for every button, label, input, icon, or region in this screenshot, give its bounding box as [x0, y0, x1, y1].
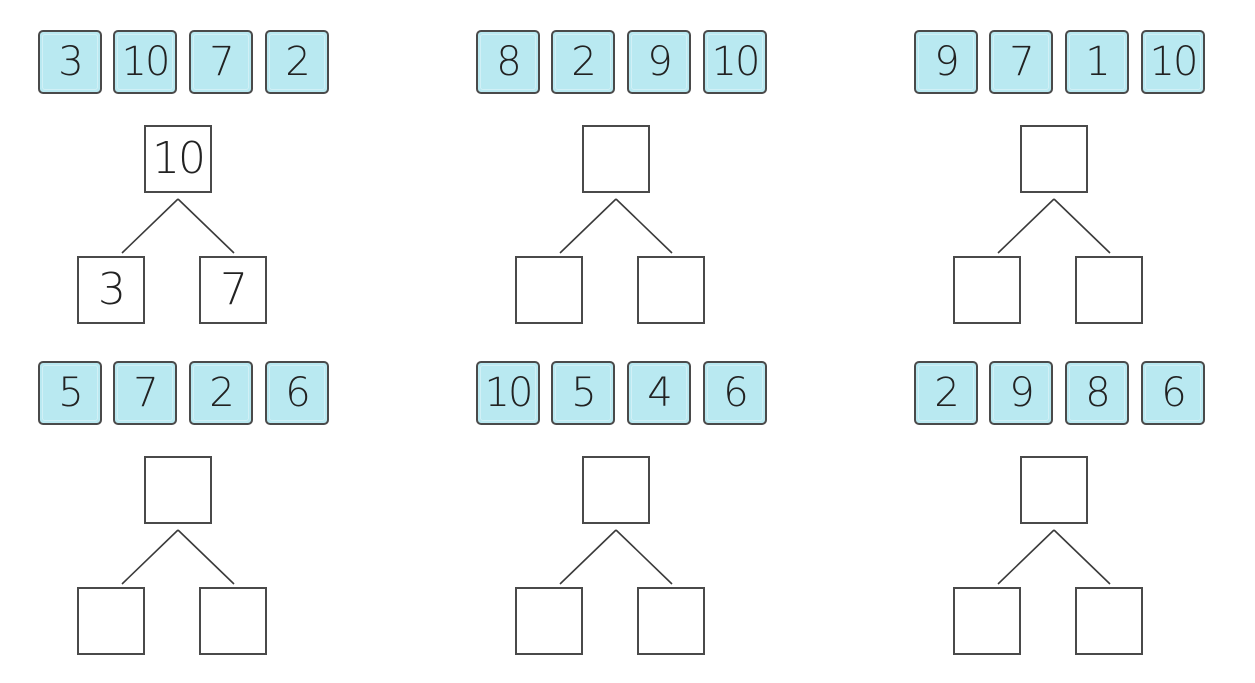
number-tile[interactable]: 8 — [1065, 361, 1129, 425]
bond-line-right — [615, 529, 673, 585]
number-tile[interactable]: 2 — [265, 30, 329, 94]
bond-part-box-left[interactable] — [515, 587, 583, 655]
number-tile[interactable]: 2 — [551, 30, 615, 94]
number-bond-panel-6: 2 9 8 6 — [914, 361, 1214, 681]
bond-part-box-left[interactable] — [515, 256, 583, 324]
number-tiles: 2 9 8 6 — [914, 361, 1214, 429]
bond-line-left — [997, 529, 1055, 585]
number-tile[interactable]: 9 — [989, 361, 1053, 425]
bond-part-box-right[interactable] — [1075, 256, 1143, 324]
bond-whole-box[interactable] — [582, 456, 650, 524]
bond-whole-box[interactable]: 10 — [144, 125, 212, 193]
bond-whole-box[interactable] — [582, 125, 650, 193]
number-bond-panel-5: 10 5 4 6 — [476, 361, 776, 681]
number-tile[interactable]: 6 — [265, 361, 329, 425]
number-tile[interactable]: 2 — [189, 361, 253, 425]
number-tile[interactable]: 6 — [1141, 361, 1205, 425]
bond-line-right — [177, 529, 235, 585]
number-tile[interactable]: 5 — [38, 361, 102, 425]
number-bond-panel-4: 5 7 2 6 — [38, 361, 338, 681]
number-tiles: 9 7 1 10 — [914, 30, 1214, 98]
bond-connector-lines — [559, 529, 673, 585]
bond-line-left — [121, 198, 179, 254]
bond-whole-box[interactable] — [144, 456, 212, 524]
number-tile[interactable]: 9 — [914, 30, 978, 94]
number-bond-panel-1: 3 10 7 2 10 3 7 — [38, 30, 338, 350]
bond-whole-box[interactable] — [1020, 456, 1088, 524]
number-tiles: 3 10 7 2 — [38, 30, 338, 98]
number-tile[interactable]: 7 — [989, 30, 1053, 94]
number-tile[interactable]: 3 — [38, 30, 102, 94]
number-tile[interactable]: 4 — [627, 361, 691, 425]
bond-line-left — [997, 198, 1055, 254]
number-tile[interactable]: 7 — [189, 30, 253, 94]
bond-line-right — [1053, 198, 1111, 254]
number-bond-panel-2: 8 2 9 10 — [476, 30, 776, 350]
bond-line-left — [559, 529, 617, 585]
bond-line-right — [1053, 529, 1111, 585]
bond-line-left — [559, 198, 617, 254]
bond-part-box-left[interactable] — [953, 256, 1021, 324]
number-tiles: 10 5 4 6 — [476, 361, 776, 429]
bond-part-box-right[interactable] — [637, 256, 705, 324]
number-tile[interactable]: 10 — [1141, 30, 1205, 94]
number-tile[interactable]: 10 — [113, 30, 177, 94]
number-tile[interactable]: 10 — [703, 30, 767, 94]
bond-part-box-right[interactable]: 7 — [199, 256, 267, 324]
bond-line-right — [615, 198, 673, 254]
number-tiles: 8 2 9 10 — [476, 30, 776, 98]
bond-connector-lines — [559, 198, 673, 254]
number-tile[interactable]: 2 — [914, 361, 978, 425]
bond-line-right — [177, 198, 235, 254]
number-tile[interactable]: 5 — [551, 361, 615, 425]
bond-whole-box[interactable] — [1020, 125, 1088, 193]
number-bond-panel-3: 9 7 1 10 — [914, 30, 1214, 350]
bond-connector-lines — [997, 529, 1111, 585]
bond-connector-lines — [121, 198, 235, 254]
number-tile[interactable]: 1 — [1065, 30, 1129, 94]
bond-line-left — [121, 529, 179, 585]
bond-part-box-left[interactable] — [77, 587, 145, 655]
bond-connector-lines — [121, 529, 235, 585]
number-tile[interactable]: 10 — [476, 361, 540, 425]
bond-connector-lines — [997, 198, 1111, 254]
number-tile[interactable]: 8 — [476, 30, 540, 94]
number-tiles: 5 7 2 6 — [38, 361, 338, 429]
bond-part-box-left[interactable] — [953, 587, 1021, 655]
number-tile[interactable]: 6 — [703, 361, 767, 425]
bond-part-box-right[interactable] — [1075, 587, 1143, 655]
number-tile[interactable]: 7 — [113, 361, 177, 425]
number-tile[interactable]: 9 — [627, 30, 691, 94]
bond-part-box-right[interactable] — [637, 587, 705, 655]
bond-part-box-right[interactable] — [199, 587, 267, 655]
bond-part-box-left[interactable]: 3 — [77, 256, 145, 324]
